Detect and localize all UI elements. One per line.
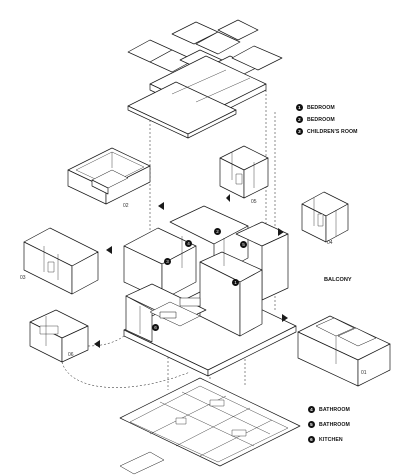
- room-06: [29, 309, 89, 363]
- legend-item: 6 KITCHEN: [308, 436, 343, 443]
- room-label-04: 04: [327, 240, 333, 246]
- legend-label: BEDROOM: [307, 116, 335, 123]
- plan-marker-6: 6: [152, 324, 159, 331]
- direction-arrows: [94, 194, 288, 348]
- main-floor-model: [123, 205, 297, 377]
- legend-item: 1 BEDROOM: [296, 104, 335, 111]
- balcony-label: BALCONY: [324, 277, 352, 283]
- connector-curves: [61, 335, 191, 388]
- room-03: [23, 227, 99, 295]
- room-05: [219, 145, 269, 199]
- room-label-05: 05: [251, 199, 257, 205]
- plan-marker-3: 3: [164, 258, 171, 265]
- room-label-06: 06: [68, 352, 74, 358]
- legend-marker: 2: [296, 116, 303, 123]
- legend-marker: 4: [308, 406, 315, 413]
- room-01: [297, 315, 391, 387]
- legend-label: BATHROOM: [319, 421, 350, 428]
- legend-label: BATHROOM: [319, 406, 350, 413]
- floor-plan: [119, 377, 301, 475]
- legend-marker: 5: [308, 421, 315, 428]
- legend-label: CHILDREN'S ROOM: [307, 128, 358, 135]
- room-label-02: 02: [123, 203, 129, 209]
- legend-marker: 6: [308, 436, 315, 443]
- plan-marker-2: 2: [214, 228, 221, 235]
- legend-item: 4 BATHROOM: [308, 406, 350, 413]
- legend-marker: 3: [296, 128, 303, 135]
- room-label-03: 03: [20, 275, 26, 281]
- legend-item: 2 BEDROOM: [296, 116, 335, 123]
- legend-marker: 1: [296, 104, 303, 111]
- legend-item: 3 CHILDREN'S ROOM: [296, 128, 358, 135]
- room-label-01: 01: [361, 370, 367, 376]
- plan-marker-5: 5: [240, 241, 247, 248]
- roof-panels: [127, 19, 283, 139]
- legend-label: BEDROOM: [307, 104, 335, 111]
- room-04: [301, 191, 349, 243]
- plan-marker-4: 4: [185, 240, 192, 247]
- plan-marker-1: 1: [232, 279, 239, 286]
- legend-item: 5 BATHROOM: [308, 421, 350, 428]
- room-02: [67, 147, 151, 205]
- legend-label: KITCHEN: [319, 436, 343, 443]
